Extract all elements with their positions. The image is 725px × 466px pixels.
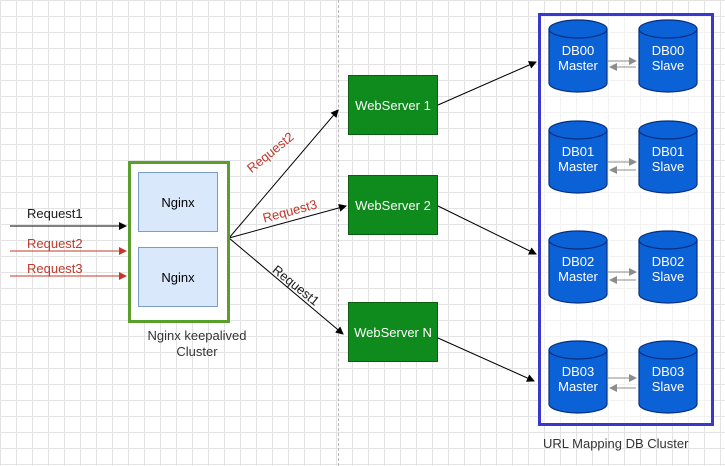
edge-wsn-db — [437, 337, 535, 382]
nginx-cluster-label-line1: Nginx keepalived — [147, 328, 247, 343]
nginx-cluster-label-line2: Cluster — [176, 344, 218, 359]
database-icon — [548, 120, 608, 194]
database-icon — [638, 120, 698, 194]
request1-in-label: Request1 — [27, 206, 83, 221]
database-icon — [638, 230, 698, 304]
nginx-node-2[interactable]: Nginx — [138, 247, 218, 307]
guide-line — [338, 0, 339, 466]
database-icon — [548, 230, 608, 304]
edge-ws1-db — [437, 61, 537, 106]
nginx-node-1[interactable]: Nginx — [138, 172, 218, 232]
request2-in-label: Request2 — [27, 236, 83, 251]
edge-ws2-db — [437, 205, 537, 255]
nginx-cluster-label: Nginx keepalived Cluster — [132, 328, 262, 360]
db-cluster-label: URL Mapping DB Cluster — [543, 436, 689, 451]
database-icon — [548, 340, 608, 414]
webserver-1[interactable]: WebServer 1 — [348, 75, 438, 135]
webserver-n[interactable]: WebServer N — [348, 302, 438, 362]
webserver-2[interactable]: WebServer 2 — [348, 175, 438, 235]
database-icon — [638, 19, 698, 93]
database-icon — [548, 19, 608, 93]
edge-nginx-wsn — [228, 237, 344, 335]
edge-nginx-ws1 — [228, 109, 339, 239]
edge-nginx-ws2 — [228, 203, 347, 239]
request3-in-label: Request3 — [27, 261, 83, 276]
database-icon — [638, 340, 698, 414]
